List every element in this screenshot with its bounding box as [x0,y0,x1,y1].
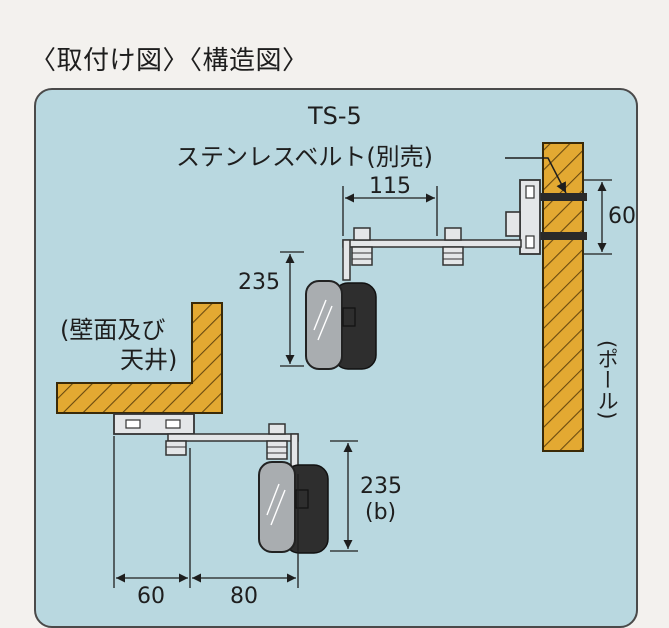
dim-bottom-base-width: 60 [137,584,165,609]
model-label: TS-5 [308,102,362,130]
wall-label-line1: (壁面及び [60,316,166,344]
top-arm-bolt-right [442,227,464,266]
diagram-heading: 〈取付け図〉〈構造図〉 [30,46,309,76]
dim-bottom-arm: 80 [230,584,258,609]
dim-bottom-mirror-note: (b) [365,500,397,525]
pole-mount-bracket [505,179,541,255]
top-mirror [305,280,377,370]
pole [542,142,584,452]
belt-label: ステンレスベルト(別売) [176,143,434,171]
wall-ceiling [56,302,223,414]
stainless-belt [533,193,587,240]
bottom-arm-bolt-right [266,423,288,460]
wall-mount-base [113,413,195,435]
belt-leader-line [505,157,567,194]
dim-top-arm: 115 [369,174,411,199]
mounting-diagram [56,142,612,588]
top-arm [342,239,522,281]
dim-top-mirror-height: 235 [238,270,280,295]
bottom-mirror [258,461,329,554]
wall-label-line2: 天井) [120,346,178,374]
dim-top-belt-spacing: 60 [608,204,636,229]
bottom-arm-bolt-left [165,440,187,456]
pole-label: (ポール) [595,340,619,420]
dimension-lines [113,179,612,588]
dim-bottom-mirror-height: 235 [360,474,402,499]
top-arm-bolt-left [351,227,373,266]
